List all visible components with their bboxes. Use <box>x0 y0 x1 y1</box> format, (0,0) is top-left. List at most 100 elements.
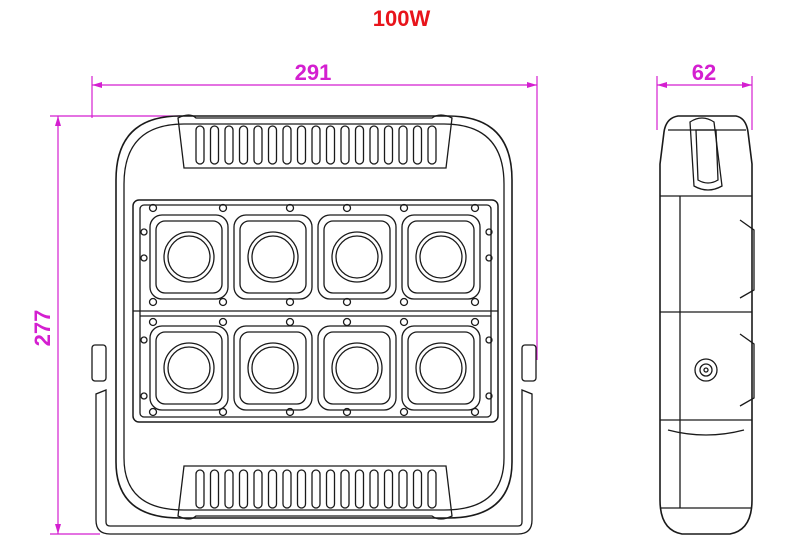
panel-screw <box>342 317 352 327</box>
panel-screw <box>285 203 295 213</box>
led-lens <box>247 231 299 283</box>
top-heatsink-fins <box>195 125 437 165</box>
led-lens-inner <box>335 346 379 390</box>
bottom-heatsink-frame <box>177 465 453 520</box>
housing-outline <box>115 115 513 519</box>
led-module-inner <box>407 220 475 294</box>
heatsink-fin <box>311 469 321 509</box>
bracket-pivot-left <box>91 344 107 382</box>
heatsink-fin <box>195 125 205 165</box>
heatsink-fin <box>311 125 321 165</box>
width-dimension: 291 <box>91 60 538 360</box>
led-lens-inner <box>167 346 211 390</box>
panel-screws <box>140 203 493 417</box>
heatsink-fin <box>209 469 220 509</box>
panel-screw <box>148 203 158 213</box>
width-arrow-left <box>92 82 102 88</box>
side-top-fin-inner <box>695 129 719 184</box>
panel-screw <box>470 407 480 417</box>
panel-screw <box>399 297 409 307</box>
heatsink-fin <box>354 469 365 509</box>
led-module-inner <box>155 220 223 294</box>
panel-screw <box>218 203 228 213</box>
side-pivot-knob-inner <box>699 363 713 377</box>
led-lens <box>415 231 467 283</box>
led-lens-inner <box>419 235 463 279</box>
led-lens <box>415 342 467 394</box>
led-module <box>233 214 313 300</box>
depth-arrow-right <box>742 82 752 88</box>
panel-screw <box>399 407 409 417</box>
led-lens-inner <box>419 346 463 390</box>
led-module-inner <box>323 331 391 405</box>
width-arrow-right <box>527 82 537 88</box>
height-dimension: 277 <box>30 115 180 535</box>
led-module <box>149 325 229 411</box>
panel-screw <box>485 336 493 344</box>
led-module-grid <box>149 214 481 411</box>
heatsink-fin <box>427 469 437 509</box>
heatsink-fin <box>412 469 423 509</box>
led-lens <box>331 231 383 283</box>
heatsink-fin <box>340 125 350 165</box>
heatsink-fin <box>253 469 263 509</box>
heatsink-fin <box>296 125 307 165</box>
heatsink-fin <box>412 125 423 165</box>
side-view <box>659 115 755 535</box>
led-lens <box>247 342 299 394</box>
heatsink-fin <box>267 125 278 165</box>
led-module <box>317 214 397 300</box>
bracket-pivot-right <box>521 344 537 382</box>
heatsink-fin <box>398 469 408 509</box>
heatsink-fin <box>224 469 234 509</box>
led-lens-inner <box>167 235 211 279</box>
heatsink-fin <box>354 125 365 165</box>
heatsink-fin <box>282 469 292 509</box>
bottom-heatsink-fins <box>195 469 437 509</box>
depth-arrow-left <box>657 82 667 88</box>
panel-screw <box>218 407 228 417</box>
heatsink-fin <box>238 469 249 509</box>
panel-screw <box>470 203 480 213</box>
heatsink-fin <box>282 125 292 165</box>
panel-screw <box>148 317 158 327</box>
panel-screw <box>140 254 148 262</box>
heatsink-fin <box>369 469 379 509</box>
front-view <box>91 114 537 535</box>
panel-screw <box>485 392 493 400</box>
heatsink-fin <box>325 469 336 509</box>
wattage-title: 100W <box>372 6 431 31</box>
heatsink-fin <box>340 469 350 509</box>
heatsink-fin <box>253 125 263 165</box>
heatsink-fin <box>267 469 278 509</box>
led-lens-inner <box>251 235 295 279</box>
heatsink-fin <box>296 469 307 509</box>
led-module <box>317 325 397 411</box>
heatsink-fin <box>224 125 234 165</box>
heatsink-fin <box>325 125 336 165</box>
led-module-inner <box>323 220 391 294</box>
led-module-inner <box>239 331 307 405</box>
top-heatsink-frame <box>177 114 453 169</box>
led-module-inner <box>155 331 223 405</box>
panel-screw <box>485 228 493 236</box>
mounting-bracket <box>95 389 533 535</box>
led-lens-inner <box>251 346 295 390</box>
panel-screw <box>140 228 148 236</box>
height-dimension-label: 277 <box>30 310 55 347</box>
led-lens <box>163 231 215 283</box>
panel-screw <box>470 317 480 327</box>
heatsink-fin <box>209 125 220 165</box>
width-dimension-label: 291 <box>295 60 332 85</box>
panel-screw <box>342 297 352 307</box>
panel-screw <box>285 407 295 417</box>
led-module <box>149 214 229 300</box>
panel-screw <box>218 297 228 307</box>
panel-screw <box>285 297 295 307</box>
side-pivot-knob-center <box>703 367 709 373</box>
side-bracket-arc <box>667 429 745 436</box>
led-module-inner <box>239 220 307 294</box>
depth-dimension: 62 <box>656 60 753 130</box>
led-lens-inner <box>335 235 379 279</box>
